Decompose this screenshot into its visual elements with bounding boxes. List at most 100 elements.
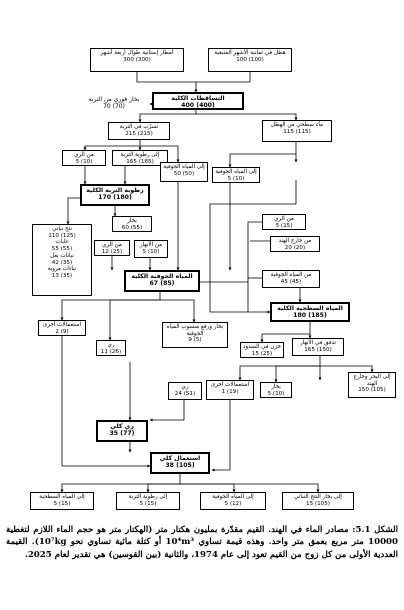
flow-diagram [60, 72, 374, 493]
node-value: 5 (15) [139, 500, 157, 507]
irrigated-value: 13 (35) [51, 272, 73, 279]
node-value: 12 (25) [101, 248, 123, 255]
node-label: من خارج الهند [278, 238, 312, 244]
node-value: 9 (5) [188, 337, 202, 344]
node-value: 60 (55) [121, 224, 143, 231]
node-value: 100 (100) [236, 56, 264, 63]
node-value: 15 (105) [306, 500, 330, 507]
figure-caption: الشكل 5.1: مصادر الماء في الهند. القيم م… [6, 524, 398, 561]
caption-text: مصادر الماء في الهند. القيم مقدّرة بمليو… [6, 525, 399, 560]
node-value: 5 (15) [53, 500, 71, 507]
node-label: من الري [102, 242, 122, 248]
node-label: تدفق في الأنهار [299, 340, 336, 346]
node-value: 24 (51) [174, 390, 196, 397]
node-label: إلى رطوبة التربة [120, 152, 160, 158]
node-value: 5 (15) [275, 222, 293, 229]
node-label: ماء سطحي من الهطل [270, 122, 324, 128]
node-value: 300 (300) [123, 56, 151, 63]
node-value: 5 (12) [224, 500, 242, 507]
node-label: إلى البحر وخارج الهند [353, 374, 391, 387]
node-value: 45 (45) [280, 278, 302, 285]
node-value: 5 (10) [75, 158, 93, 165]
node-value: 20 (20) [284, 244, 306, 251]
transpiration-value: 110 (125) [48, 232, 76, 239]
node-label: استعمالات أخرى [210, 382, 250, 388]
node-value: 170 (180) [98, 194, 132, 202]
node-label: بخار [271, 384, 281, 390]
rainfed-value: 42 (35) [51, 259, 73, 266]
irrigated-label: نباتات مروية [47, 266, 77, 273]
node-label: استعمال كلي [159, 455, 201, 462]
node-label: من الأنهار [139, 242, 163, 248]
node-label: التساقطات الكلية [171, 95, 225, 102]
node-label: إلى المياه الجوفية [215, 169, 257, 175]
node-label: ري [181, 384, 189, 390]
forests-label: غابات [55, 239, 69, 246]
node-value: 50 (50) [173, 170, 195, 177]
node-value: 150 (105) [358, 387, 386, 394]
rainfed-label: نباتات بعل [50, 252, 74, 259]
node-label: إلى المياه الجوفية [212, 494, 254, 500]
node-label: من المياه الجوفية [270, 272, 312, 278]
node-value: 5 (10) [267, 390, 285, 397]
node-value: 180 (185) [293, 312, 327, 320]
node-label: بخار ورفع منسوب المياه الجوفية [166, 324, 224, 337]
node-label: إلى المياه الجوفية [163, 164, 205, 170]
node-value: 2 (9) [55, 328, 69, 335]
node-label: تسرّب في التربة [119, 124, 159, 130]
node-label: خزن في السدود [243, 344, 281, 350]
node-label: رطوبة التربة الكلية [86, 187, 144, 194]
node-label: إلى بخار النتح النباتي [294, 494, 342, 500]
node-label: أمطار إسنانية طوال أربعة أشهر [100, 50, 174, 56]
forests-value: 55 (55) [51, 246, 73, 253]
node-label: المياه السطحية الكلية [277, 305, 343, 312]
node-value: 5 (10) [227, 175, 245, 182]
node-label: من الري [74, 152, 94, 158]
node-label: ري [107, 342, 115, 348]
node-label: ري كلي [110, 423, 134, 430]
node-value: 15 (25) [251, 350, 273, 357]
node-value: 38 (105) [165, 462, 195, 470]
connector-lines [60, 72, 374, 493]
node-value: 165 (150) [304, 346, 332, 353]
node-value: 67 (85) [149, 280, 175, 288]
node-label: بخار [127, 218, 137, 224]
node-label: المياه الجوفية الكلية [131, 273, 193, 280]
node-label: هطل في ثمانية الأشهر المتبقية [214, 50, 286, 56]
caption-number: الشكل 5.1: [352, 525, 399, 535]
node-value: 70 (70) [103, 103, 125, 111]
node-transpiration-breakdown: نتح نباتي 110 (125) غابات 55 (55) نباتات… [32, 224, 92, 296]
node-value: 5 (10) [142, 248, 160, 255]
node-value: 400 (400) [181, 102, 215, 110]
node-value: 215 (215) [125, 130, 153, 137]
node-value: 1 (19) [221, 388, 239, 395]
node-label: إلى رطوبة التربة [128, 494, 168, 500]
node-value: 165 (165) [126, 158, 154, 165]
node-label: إلى المياه السطحية [39, 494, 85, 500]
